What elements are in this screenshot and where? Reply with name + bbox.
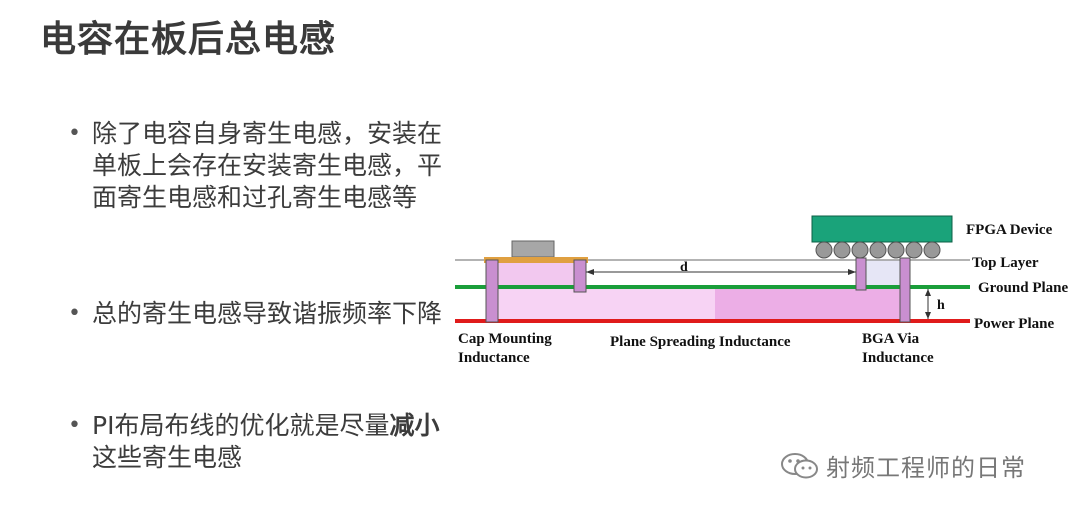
bullet-text: 除了电容自身寄生电感，安装在单板上会存在安装寄生电感，平面寄生电感和过孔寄生电感… [92,119,443,212]
fpga-device-label: FPGA Device [966,222,1053,238]
bullet-text: PI布局布线的优化就是尽量 [92,411,390,440]
d-label: d [680,260,688,275]
cap-mount-region [498,260,578,288]
capacitor-pad [484,257,588,263]
d-arrow-left [586,269,594,275]
bullet-item: • 总的寄生电感导致谐振频率下降 [68,298,442,330]
h-arrow-top [925,289,931,296]
bga-via-label-line2: Inductance [862,350,934,366]
inductance-diagram: d h FPGA Device Top Layer Ground Plane P… [455,215,1069,366]
bullet-dot: • [68,121,81,146]
wechat-icon [781,452,818,478]
bullet-dot: • [68,413,81,438]
power-plane-label: Power Plane [974,316,1054,332]
bga-via-left [855,257,867,291]
top-layer-label: Top Layer [972,255,1039,271]
plane-spreading-label: Plane Spreading Inductance [610,334,791,350]
cap-mounting-label-line2: Inductance [458,350,530,366]
h-label: h [937,298,945,313]
cap-via-left [485,259,499,323]
plane-region-dense [715,286,910,320]
page-title: 电容在板后总电感 [40,19,337,60]
bullet-item: • 除了电容自身寄生电感，安装在单板上会存在安装寄生电感，平面寄生电感和过孔寄生… [68,118,458,214]
cap-mounting-label-line1: Cap Mounting [458,331,552,347]
capacitor-body [511,240,555,258]
bullet-item: • PI布局布线的优化就是尽量减小这些寄生电感 [68,410,458,474]
watermark-text: 射频工程师的日常 [826,454,1026,482]
bga-balls [815,241,941,259]
fpga-device [811,215,953,243]
bullet-text: 这些寄生电感 [92,443,243,472]
watermark: 射频工程师的日常 [780,448,1026,483]
ground-plane-label: Ground Plane [978,280,1069,296]
d-arrow-right [848,269,856,275]
cap-via-right [573,259,587,293]
bga-via-right [899,257,911,323]
bullet-emphasis: 减小 [389,411,440,440]
h-arrow-bottom [925,312,931,319]
bullet-dot: • [68,301,81,326]
bga-via-label-line1: BGA Via [862,331,920,347]
bullet-text: 总的寄生电感导致谐振频率下降 [92,299,443,328]
